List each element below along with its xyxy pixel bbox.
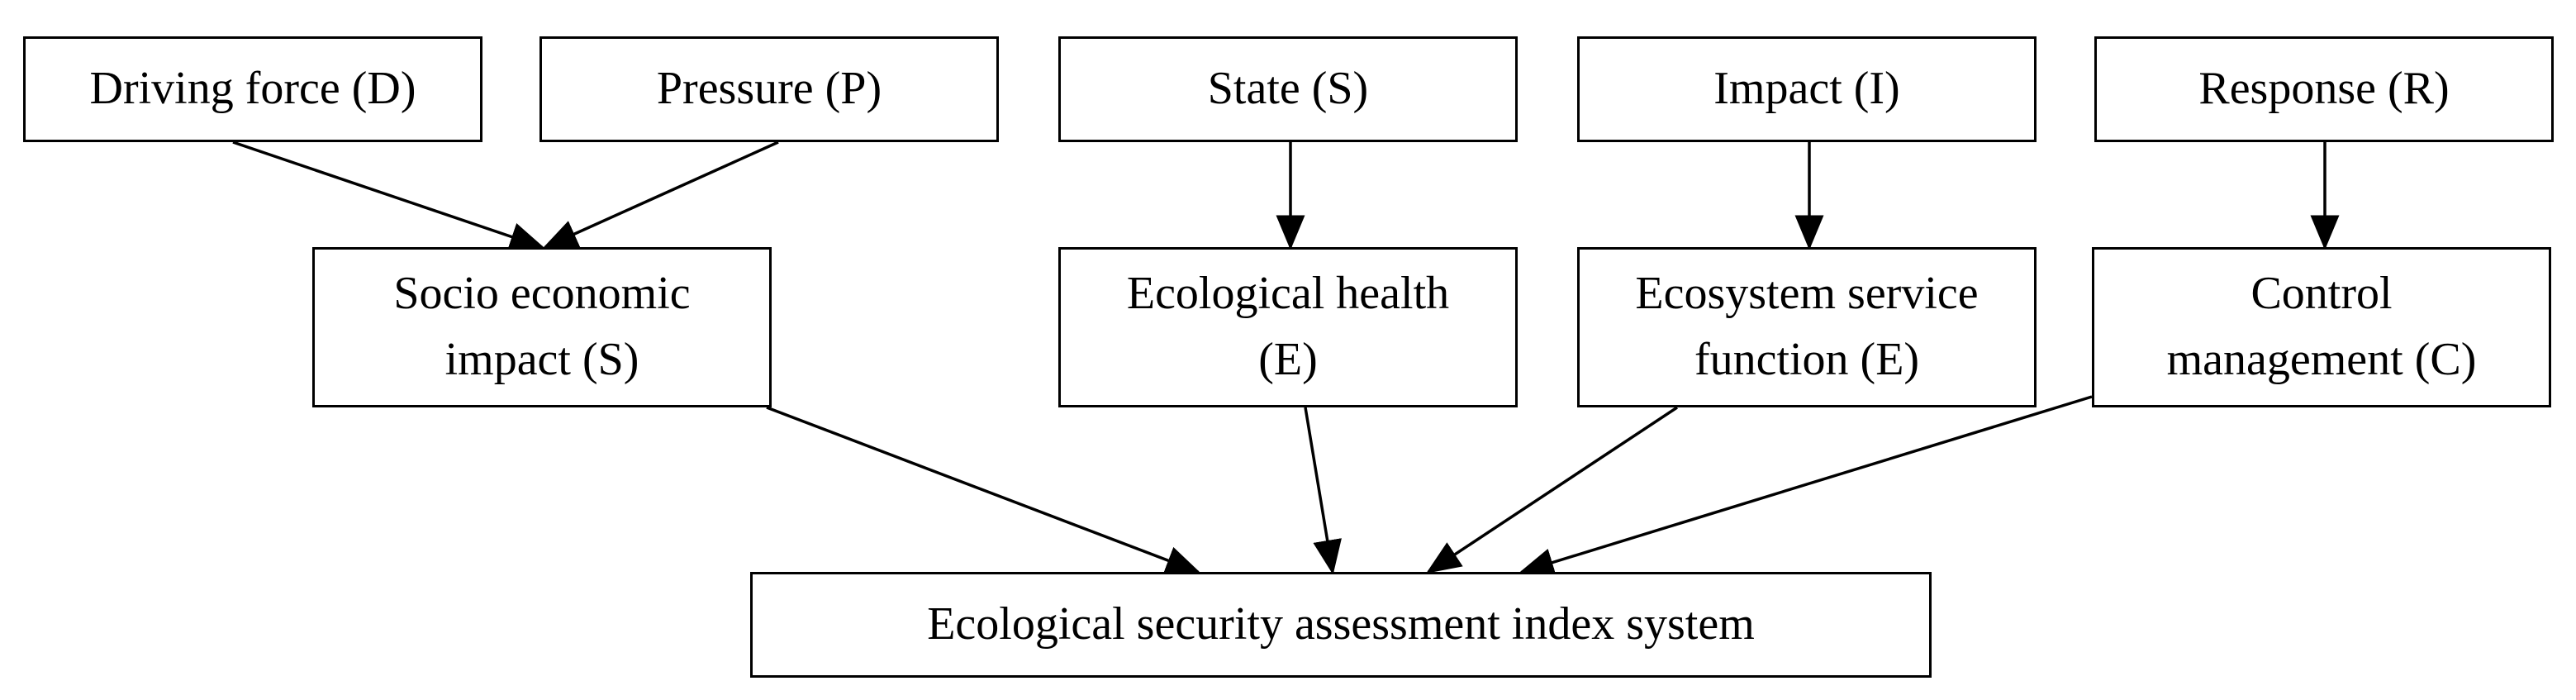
node-index-system-label: Ecological security assessment index sys… bbox=[927, 598, 1755, 650]
node-ecological-health: Ecological health (E) bbox=[1058, 247, 1518, 407]
edge-ecological-health-to-index-system bbox=[1304, 407, 1342, 575]
node-socio-economic-impact-label: Socio economic impact (S) bbox=[393, 268, 691, 385]
node-pressure: Pressure (P) bbox=[539, 36, 999, 142]
edge-driving-force-to-socio-economic bbox=[232, 140, 545, 251]
node-driving-force-label: Driving force (D) bbox=[89, 63, 416, 115]
node-impact-label: Impact (I) bbox=[1713, 63, 1900, 115]
node-index-system: Ecological security assessment index sys… bbox=[750, 572, 1932, 678]
node-ecosystem-service-function-label: Ecosystem service function (E) bbox=[1635, 268, 1979, 385]
node-driving-force: Driving force (D) bbox=[23, 36, 482, 142]
node-state: State (S) bbox=[1058, 36, 1518, 142]
node-control-management-label: Control management (C) bbox=[2166, 268, 2477, 385]
node-socio-economic-impact: Socio economic impact (S) bbox=[312, 247, 772, 407]
node-control-management: Control management (C) bbox=[2092, 247, 2551, 407]
edge-socio-economic-to-index-system bbox=[766, 406, 1201, 574]
node-pressure-label: Pressure (P) bbox=[656, 63, 882, 115]
node-ecological-health-label: Ecological health (E) bbox=[1126, 268, 1450, 385]
node-ecosystem-service-function: Ecosystem service function (E) bbox=[1577, 247, 2037, 407]
node-response: Response (R) bbox=[2094, 36, 2554, 142]
edge-ecosystem-service-to-index-system bbox=[1426, 406, 1678, 574]
node-state-label: State (S) bbox=[1207, 63, 1369, 115]
edge-pressure-to-socio-economic bbox=[542, 140, 779, 249]
node-impact: Impact (I) bbox=[1577, 36, 2037, 142]
node-response-label: Response (R) bbox=[2198, 63, 2450, 115]
edge-control-management-to-index-system bbox=[1519, 395, 2093, 577]
